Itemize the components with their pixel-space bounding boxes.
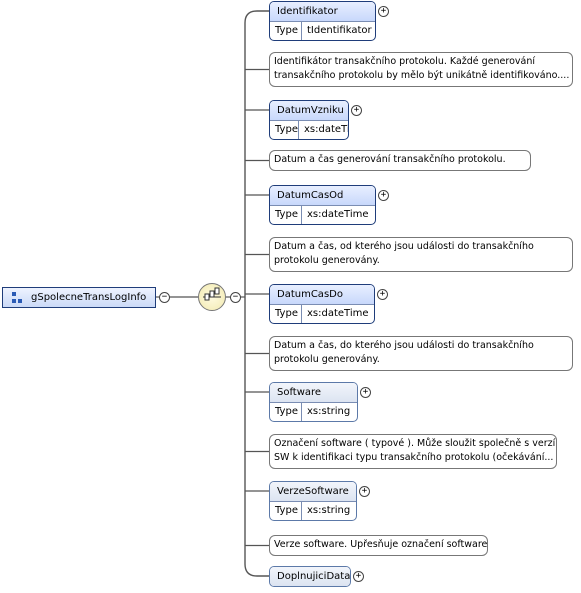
type-value: tIdentifikator: [307, 25, 372, 36]
documentation-line: transakčního protokolu by mělo být uniká…: [274, 70, 570, 81]
type-value: xs:string: [307, 505, 351, 516]
documentation-line: SW k identifikaci typu transakčního prot…: [274, 452, 554, 463]
expand-datumcasod-toggle[interactable]: +: [378, 190, 389, 201]
type-label: Type: [270, 22, 302, 40]
type-value: xs:string: [307, 406, 351, 417]
type-row: Type tIdentifikator: [270, 21, 375, 40]
documentation-line: Datum a čas, do kterého jsou události do…: [274, 340, 534, 351]
expand-datumvzniku-toggle[interactable]: +: [351, 105, 362, 116]
expand-verzesoftware-toggle[interactable]: +: [359, 486, 370, 497]
type-label: Type: [270, 502, 302, 520]
documentation-verzesoftware: Verze software. Upřesňuje označení softw…: [269, 535, 488, 556]
documentation-datumcasod: Datum a čas, od kterého jsou události do…: [269, 237, 573, 272]
documentation-line: protokolu generovány.: [274, 354, 380, 365]
type-row: Type xs:string: [270, 501, 356, 520]
expand-identifikator-toggle[interactable]: +: [378, 6, 389, 17]
expand-datumcasdo-toggle[interactable]: +: [377, 289, 388, 300]
documentation-identifikator: Identifikátor transakčního protokolu. Ka…: [269, 52, 573, 87]
root-element[interactable]: gSpolecneTransLogInfo: [2, 287, 156, 308]
sequence-icon: [203, 287, 221, 301]
type-row: Type xs:string: [270, 402, 357, 421]
element-name: DatumVzniku: [270, 101, 348, 120]
documentation-line: Datum a čas, od kterého jsou události do…: [274, 241, 534, 252]
documentation-line: protokolu generovány.: [274, 255, 380, 266]
element-name: DatumCasOd: [270, 186, 375, 205]
type-label: Type: [270, 305, 302, 323]
element-name: VerzeSoftware: [270, 482, 356, 501]
documentation-line: Identifikátor transakčního protokolu. Ka…: [274, 56, 536, 67]
type-row: Type xs:dateTime: [270, 205, 375, 224]
type-label: Type: [270, 403, 302, 421]
type-row: Type xs:dateTime: [270, 120, 348, 139]
type-row: Type xs:dateTime: [270, 304, 374, 323]
documentation-software: Označení software ( typové ). Může slouž…: [269, 434, 557, 469]
sequence-collapse-toggle[interactable]: −: [230, 292, 241, 303]
group-icon: [12, 292, 22, 303]
type-label: Type: [270, 206, 302, 224]
type-value: xs:dateTime: [303, 124, 348, 135]
root-collapse-toggle[interactable]: −: [159, 292, 170, 303]
documentation-line: Datum a čas generování transakčního prot…: [274, 154, 506, 165]
element-name: DoplnujiciData: [270, 567, 350, 586]
type-value: xs:dateTime: [307, 308, 369, 319]
element-name: DatumCasDo: [270, 285, 374, 304]
documentation-datumvzniku: Datum a čas generování transakčního prot…: [269, 150, 531, 171]
element-name: Software: [270, 383, 357, 402]
root-element-label: gSpolecneTransLogInfo: [31, 292, 147, 303]
expand-doplnujicidata-toggle[interactable]: +: [353, 571, 364, 582]
type-label: Type: [270, 121, 299, 139]
connector-trunk: [244, 10, 269, 577]
documentation-datumcasdo: Datum a čas, do kterého jsou události do…: [269, 336, 573, 371]
element-name: Identifikator: [270, 2, 375, 21]
documentation-line: Verze software. Upřesňuje označení softw…: [274, 539, 488, 550]
sequence-compositor[interactable]: [198, 283, 226, 311]
element-doplnujicidata[interactable]: DoplnujiciData: [269, 566, 351, 587]
type-value: xs:dateTime: [307, 209, 369, 220]
documentation-line: Označení software ( typové ). Může slouž…: [274, 438, 556, 449]
expand-software-toggle[interactable]: +: [360, 387, 371, 398]
